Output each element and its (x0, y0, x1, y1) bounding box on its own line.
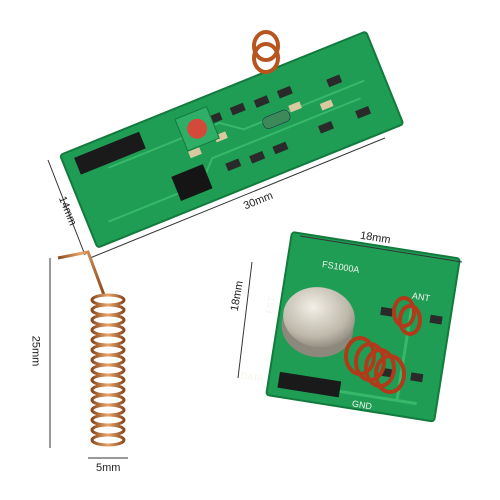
transmitter-dimension-lines (237, 235, 463, 379)
antenna-dimension-lines (49, 258, 128, 459)
transmitter-coil (344, 296, 422, 394)
antenna-diameter-label: 5mm (96, 462, 121, 474)
antenna-length-label: 25mm (29, 335, 42, 367)
receiver-dimension-lines (47, 137, 386, 259)
transmitter-module (265, 231, 461, 423)
receiver-coil (252, 30, 280, 74)
antenna-spring (57, 250, 126, 447)
receiver-module (59, 31, 404, 248)
